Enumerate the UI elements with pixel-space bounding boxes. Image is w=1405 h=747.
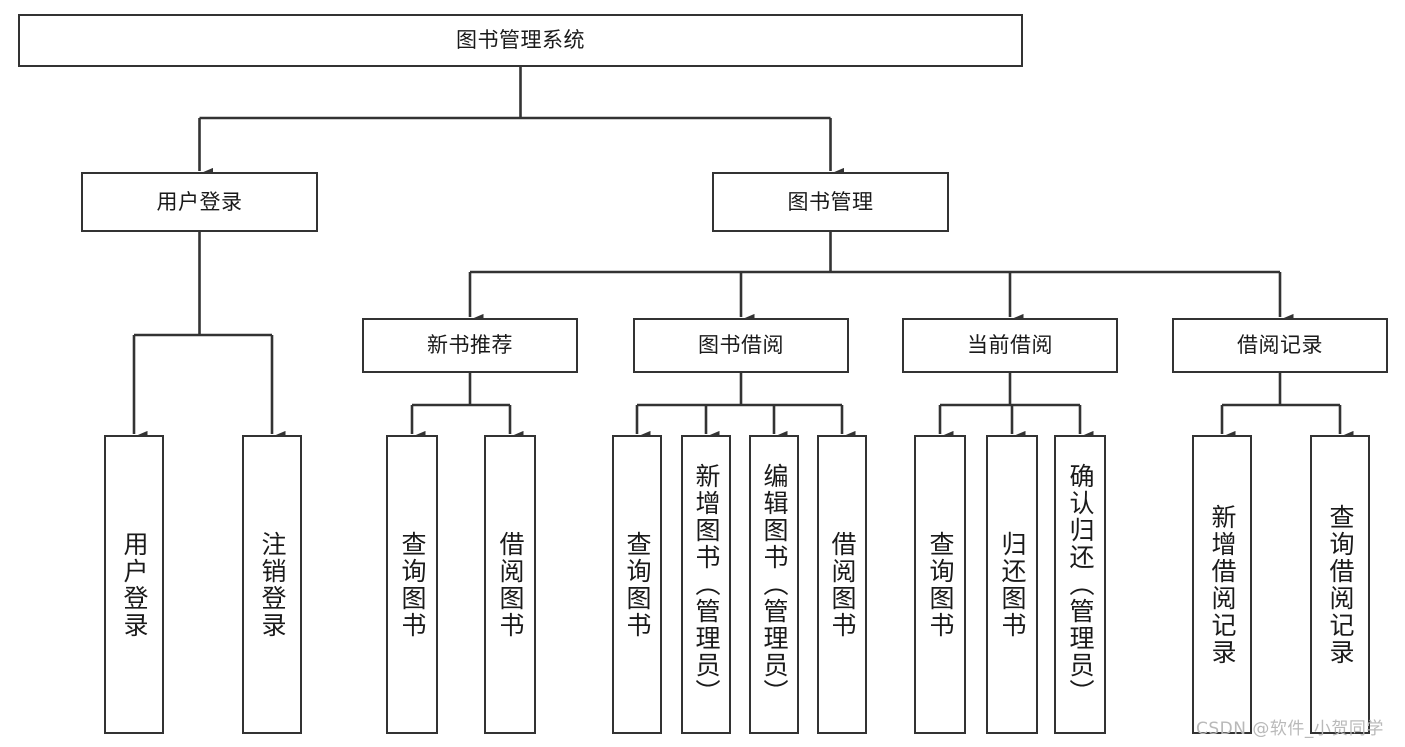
node-borrow[interactable]: 图书借阅 xyxy=(633,318,849,373)
node-label: 归还图书 xyxy=(998,530,1027,639)
node-leaf-borrow-book[interactable]: 借阅图书 xyxy=(817,435,867,734)
node-label: 注销登录 xyxy=(258,530,287,639)
node-label: 查询借阅记录 xyxy=(1326,503,1355,666)
node-newbook[interactable]: 新书推荐 xyxy=(362,318,578,373)
node-label: 新增借阅记录 xyxy=(1208,503,1237,666)
node-leaf-query-book-new[interactable]: 查询图书 xyxy=(386,435,438,734)
node-leaf-user-login[interactable]: 用户登录 xyxy=(104,435,164,734)
node-label: 图书管理 xyxy=(787,189,874,214)
csdn-watermark: CSDN @软件_小贺同学 xyxy=(1196,719,1384,739)
node-leaf-query-book-cur[interactable]: 查询图书 xyxy=(914,435,966,734)
node-label: 编辑图书（管理员） xyxy=(760,463,789,706)
node-leaf-query-book[interactable]: 查询图书 xyxy=(612,435,662,734)
node-label: 查询图书 xyxy=(623,530,652,639)
node-label: 当前借阅 xyxy=(967,333,1053,357)
node-bookmgmt[interactable]: 图书管理 xyxy=(712,172,949,232)
node-label: 用户登录 xyxy=(120,530,149,639)
node-root[interactable]: 图书管理系统 xyxy=(18,14,1023,67)
node-label: 图书管理系统 xyxy=(456,28,585,52)
node-leaf-add-book[interactable]: 新增图书（管理员） xyxy=(681,435,731,734)
node-login[interactable]: 用户登录 xyxy=(81,172,318,232)
node-label: 新书推荐 xyxy=(427,333,513,357)
node-label: 查询图书 xyxy=(398,530,427,639)
node-label: 新增图书（管理员） xyxy=(692,463,721,706)
node-label: 借阅记录 xyxy=(1237,333,1323,357)
node-label: 借阅图书 xyxy=(828,530,857,639)
node-label: 查询图书 xyxy=(926,530,955,639)
node-leaf-confirm-return[interactable]: 确认归还（管理员） xyxy=(1054,435,1106,734)
node-leaf-return-book[interactable]: 归还图书 xyxy=(986,435,1038,734)
node-leaf-borrow-book-new[interactable]: 借阅图书 xyxy=(484,435,536,734)
node-leaf-add-record[interactable]: 新增借阅记录 xyxy=(1192,435,1252,734)
node-label: 借阅图书 xyxy=(496,530,525,639)
node-label: 图书借阅 xyxy=(698,333,784,357)
node-records[interactable]: 借阅记录 xyxy=(1172,318,1388,373)
node-label: 用户登录 xyxy=(156,189,243,214)
node-label: 确认归还（管理员） xyxy=(1066,463,1095,706)
node-leaf-user-logout[interactable]: 注销登录 xyxy=(242,435,302,734)
node-current[interactable]: 当前借阅 xyxy=(902,318,1118,373)
node-leaf-query-record[interactable]: 查询借阅记录 xyxy=(1310,435,1370,734)
node-leaf-edit-book[interactable]: 编辑图书（管理员） xyxy=(749,435,799,734)
